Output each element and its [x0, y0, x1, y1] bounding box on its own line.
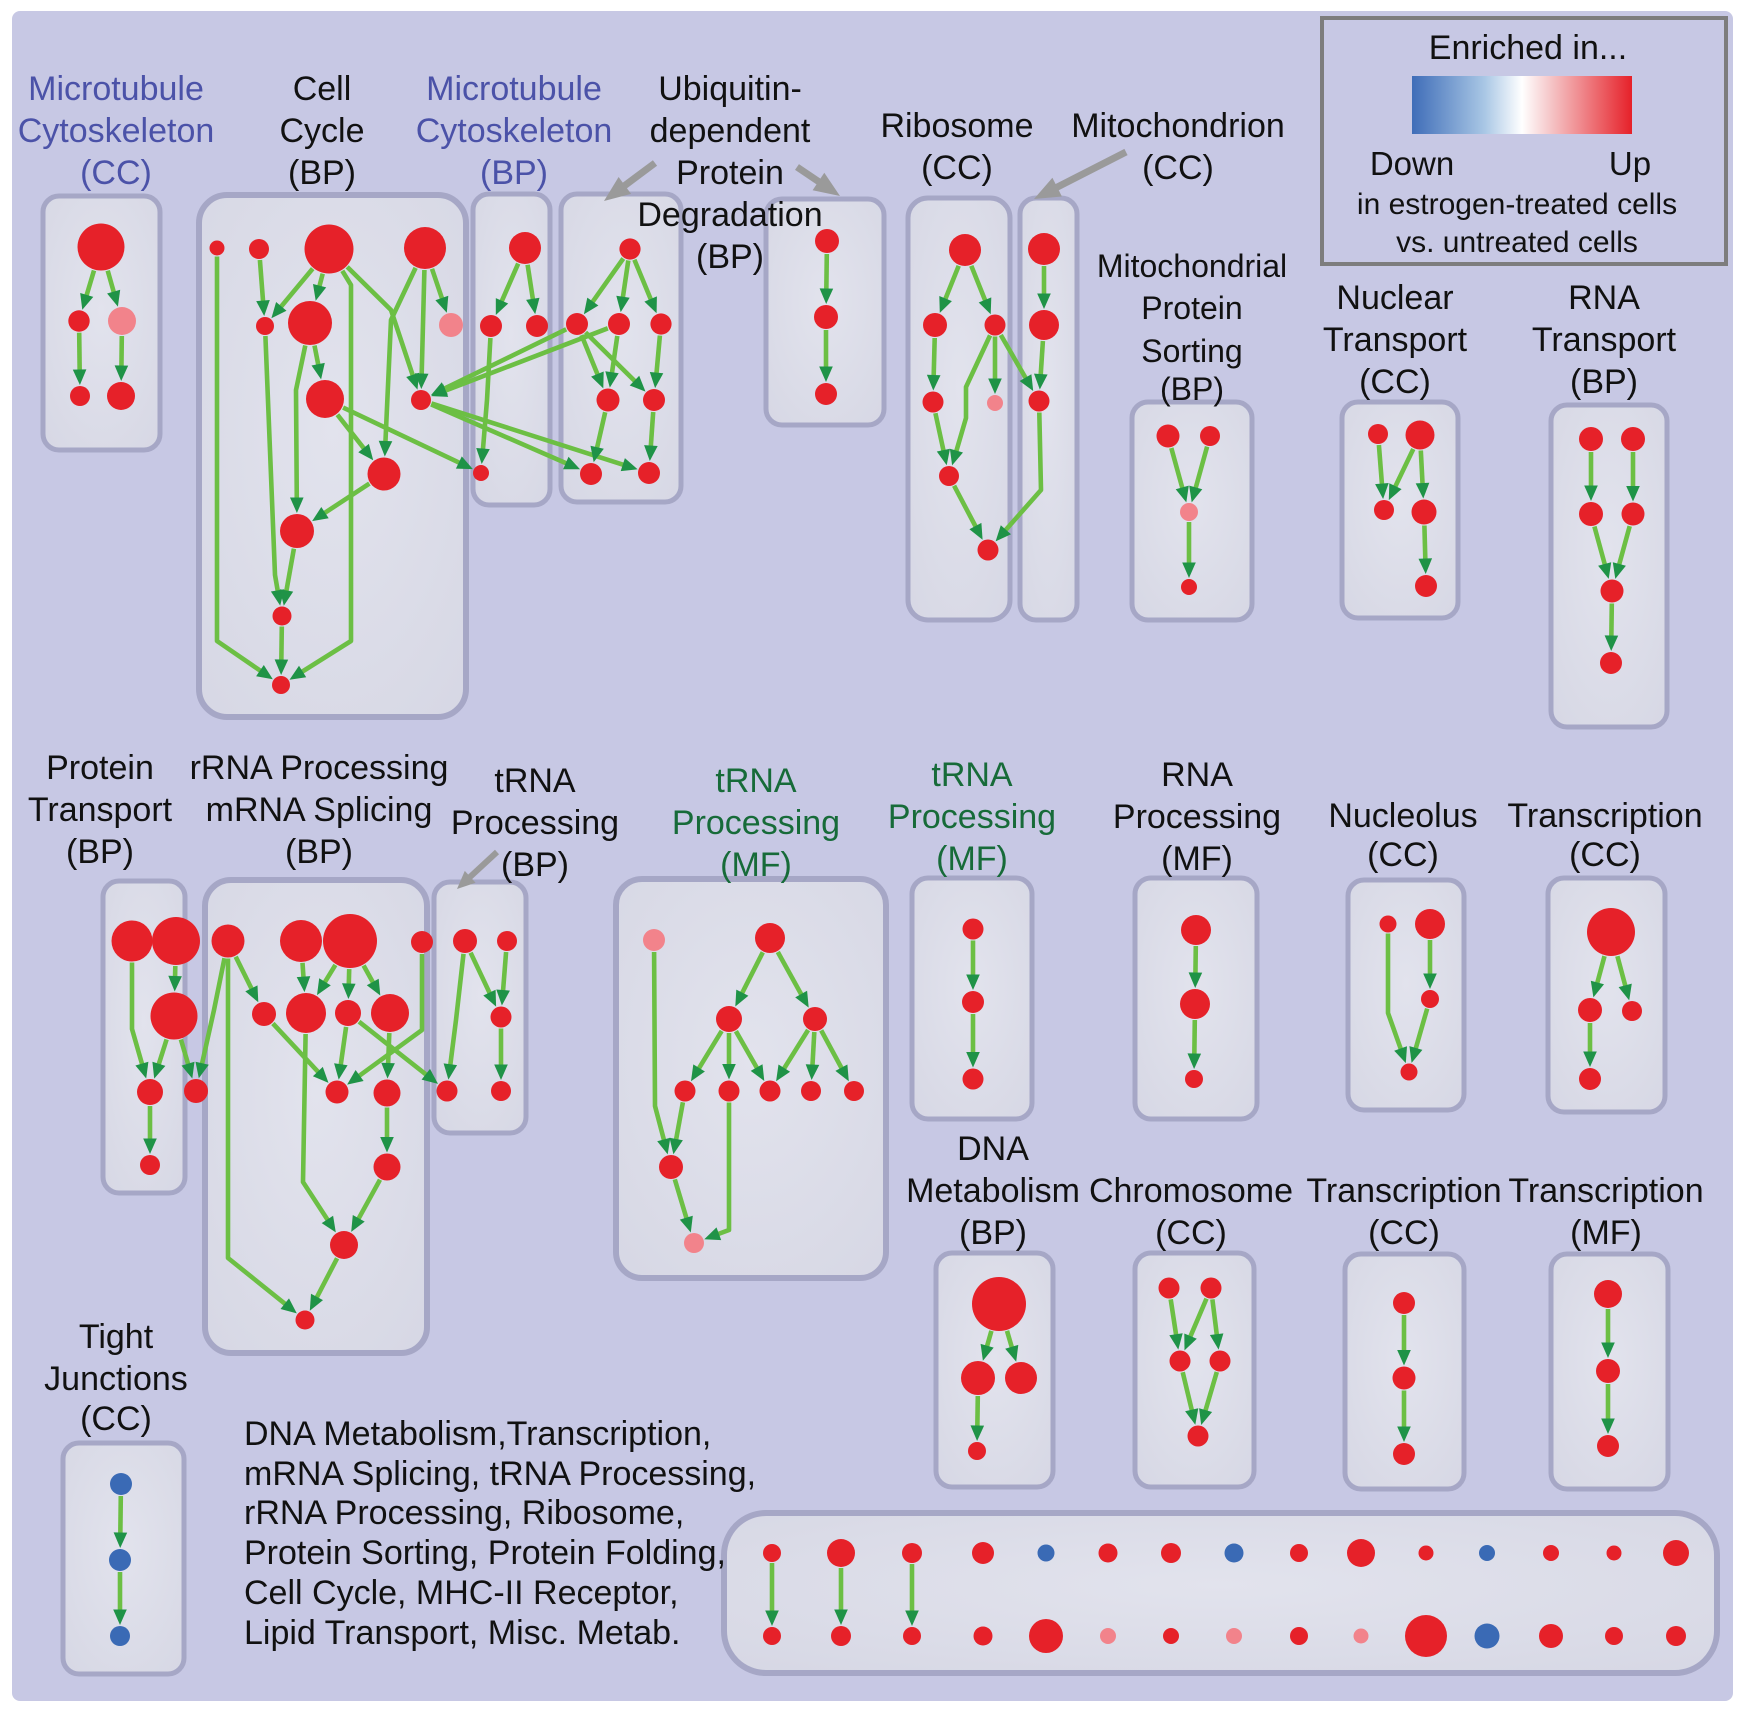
svg-text:(BP): (BP) [66, 833, 134, 871]
svg-text:Metabolism: Metabolism [906, 1172, 1080, 1210]
svg-text:Transcription: Transcription [1507, 797, 1702, 835]
svg-text:Degradation: Degradation [637, 196, 822, 234]
svg-text:Transport: Transport [28, 791, 173, 829]
svg-text:mRNA Splicing: mRNA Splicing [206, 791, 433, 829]
svg-text:(MF): (MF) [1570, 1214, 1642, 1252]
svg-text:Nuclear: Nuclear [1336, 279, 1453, 317]
svg-text:rRNA Processing, Ribosome,: rRNA Processing, Ribosome, [244, 1494, 684, 1532]
svg-text:(BP): (BP) [288, 154, 356, 192]
svg-text:(BP): (BP) [1570, 363, 1638, 401]
svg-text:Processing: Processing [888, 798, 1056, 836]
svg-text:(BP): (BP) [285, 833, 353, 871]
svg-text:(CC): (CC) [1359, 363, 1431, 401]
svg-text:Enriched in...: Enriched in... [1429, 29, 1627, 67]
svg-text:Cytoskeleton: Cytoskeleton [416, 112, 613, 150]
svg-text:vs. untreated cells: vs. untreated cells [1396, 226, 1638, 259]
svg-text:Up: Up [1609, 145, 1651, 182]
svg-text:mRNA Splicing, tRNA Processing: mRNA Splicing, tRNA Processing, [244, 1455, 756, 1493]
svg-text:(MF): (MF) [936, 840, 1008, 878]
svg-text:rRNA Processing: rRNA Processing [190, 749, 449, 787]
svg-text:Lipid Transport, Misc. Metab.: Lipid Transport, Misc. Metab. [244, 1614, 681, 1652]
svg-text:(BP): (BP) [501, 846, 569, 884]
svg-text:Protein: Protein [1141, 290, 1242, 326]
svg-text:Cycle: Cycle [279, 112, 364, 150]
svg-text:DNA: DNA [957, 1130, 1029, 1168]
svg-text:(MF): (MF) [1161, 840, 1233, 878]
svg-text:Cytoskeleton: Cytoskeleton [18, 112, 215, 150]
svg-text:Cell Cycle, MHC-II Receptor,: Cell Cycle, MHC-II Receptor, [244, 1574, 679, 1612]
svg-text:RNA: RNA [1161, 756, 1233, 794]
svg-text:Cell: Cell [293, 70, 352, 108]
svg-text:Protein: Protein [676, 154, 784, 192]
svg-text:(CC): (CC) [1368, 1214, 1440, 1252]
svg-text:Chromosome: Chromosome [1089, 1172, 1293, 1210]
svg-text:(CC): (CC) [1142, 149, 1214, 187]
svg-text:Protein: Protein [46, 749, 154, 787]
svg-text:(CC): (CC) [1569, 836, 1641, 874]
svg-text:(CC): (CC) [80, 1400, 152, 1438]
svg-text:Protein Sorting, Protein Foldi: Protein Sorting, Protein Folding, [244, 1534, 726, 1572]
svg-text:Down: Down [1370, 145, 1454, 182]
svg-text:Mitochondrial: Mitochondrial [1097, 248, 1287, 284]
svg-text:(CC): (CC) [1155, 1214, 1227, 1252]
svg-text:DNA Metabolism,Transcription,: DNA Metabolism,Transcription, [244, 1415, 711, 1453]
svg-text:dependent: dependent [650, 112, 811, 150]
svg-text:Processing: Processing [1113, 798, 1281, 836]
svg-text:Tight: Tight [79, 1318, 154, 1356]
svg-text:(BP): (BP) [696, 238, 764, 276]
svg-text:tRNA: tRNA [494, 762, 576, 800]
svg-text:tRNA: tRNA [931, 756, 1013, 794]
svg-text:RNA: RNA [1568, 279, 1640, 317]
svg-text:(CC): (CC) [80, 154, 152, 192]
svg-text:(MF): (MF) [720, 846, 792, 884]
svg-text:Microtubule: Microtubule [28, 70, 204, 108]
svg-text:tRNA: tRNA [715, 762, 797, 800]
svg-text:Processing: Processing [672, 804, 840, 842]
svg-text:(CC): (CC) [1367, 836, 1439, 874]
svg-text:Ribosome: Ribosome [880, 107, 1033, 145]
svg-text:Transport: Transport [1323, 321, 1468, 359]
svg-text:Microtubule: Microtubule [426, 70, 602, 108]
svg-text:Nucleolus: Nucleolus [1328, 797, 1477, 835]
svg-text:Transport: Transport [1532, 321, 1677, 359]
svg-text:(CC): (CC) [921, 149, 993, 187]
svg-text:Transcription: Transcription [1508, 1172, 1703, 1210]
svg-text:in estrogen-treated cells: in estrogen-treated cells [1357, 188, 1677, 221]
svg-text:Processing: Processing [451, 804, 619, 842]
svg-text:Transcription: Transcription [1306, 1172, 1501, 1210]
svg-text:Mitochondrion: Mitochondrion [1071, 107, 1285, 145]
svg-text:Ubiquitin-: Ubiquitin- [658, 70, 802, 108]
svg-text:(BP): (BP) [480, 154, 548, 192]
svg-text:Junctions: Junctions [44, 1360, 188, 1398]
svg-text:(BP): (BP) [959, 1214, 1027, 1252]
svg-text:(BP): (BP) [1160, 371, 1224, 407]
svg-text:Sorting: Sorting [1141, 333, 1242, 369]
